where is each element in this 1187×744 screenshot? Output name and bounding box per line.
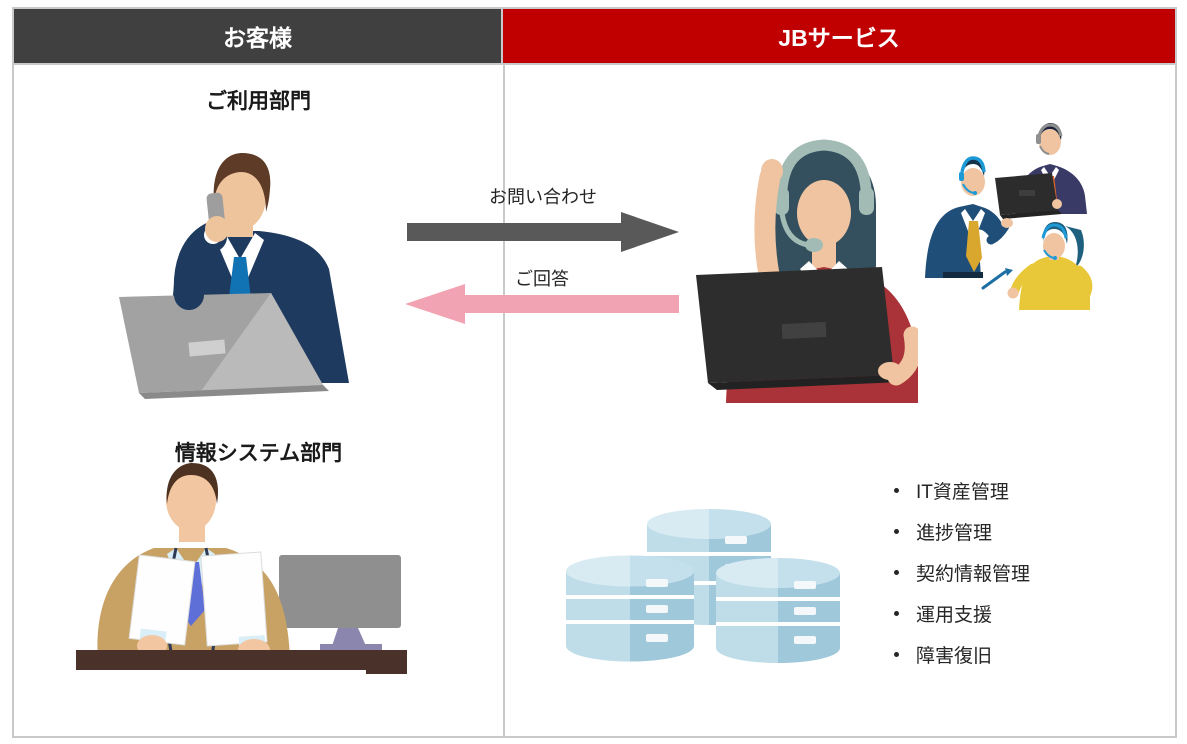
inquiry-arrow-right-icon <box>407 212 679 252</box>
staff-person <box>97 463 290 661</box>
service-item: IT資産管理 <box>894 470 1030 511</box>
face <box>797 180 851 246</box>
team-member-gesturing <box>925 156 1013 278</box>
laptop <box>696 267 903 390</box>
service-item: 運用支援 <box>894 593 1030 634</box>
face <box>214 164 266 230</box>
gold-tie <box>966 221 982 272</box>
typing-arm <box>878 326 918 386</box>
service-item: 契約情報管理 <box>894 552 1030 593</box>
jb-service-column-header: JBサービス <box>503 9 1175 63</box>
service-item: 障害復旧 <box>894 634 1030 675</box>
service-flow-diagram: お客様 JBサービス ご利用部門 情報システム部門 <box>12 7 1177 738</box>
hand <box>205 216 229 242</box>
hand <box>1007 287 1019 299</box>
support-team-illustration <box>925 123 1093 310</box>
headset-icon <box>960 156 986 173</box>
hand <box>1052 199 1062 209</box>
it-staff-desk-illustration <box>76 463 407 674</box>
answer-flow-label: ご回答 <box>515 269 569 289</box>
inquiry-flow-label: お問い合わせ <box>489 187 597 207</box>
monitor <box>279 555 401 651</box>
document-right <box>200 551 268 647</box>
database-front-right <box>716 558 840 663</box>
hair <box>213 153 271 212</box>
headset-icon <box>1041 223 1068 239</box>
headset-icon <box>1037 123 1063 137</box>
face <box>1039 129 1061 155</box>
face <box>1043 233 1065 259</box>
header-row: お客様 JBサービス <box>14 9 1175 65</box>
team-member-laptop <box>995 123 1087 219</box>
laptop <box>119 293 329 399</box>
answer-arrow-left-icon <box>405 284 679 324</box>
call-center-operator-illustration <box>696 139 918 403</box>
usage-department-label: ご利用部門 <box>206 90 311 113</box>
businessman-phone-illustration <box>119 153 349 399</box>
database-cluster-illustration <box>566 509 840 663</box>
service-list: IT資産管理 進捗管理 契約情報管理 運用支援 障害復旧 <box>894 470 1030 675</box>
face <box>166 469 216 531</box>
column-divider <box>503 63 505 736</box>
team-member-yellow <box>1007 222 1093 310</box>
database-front-left <box>566 555 694 662</box>
service-item: 進捗管理 <box>894 511 1030 552</box>
arm-holding-phone <box>173 192 229 310</box>
desk <box>76 650 407 674</box>
hair <box>166 463 219 504</box>
hand <box>1001 218 1013 228</box>
it-system-department-label: 情報システム部門 <box>174 442 343 465</box>
customer-column-header: お客様 <box>14 9 503 63</box>
pen-icon <box>981 268 1013 290</box>
